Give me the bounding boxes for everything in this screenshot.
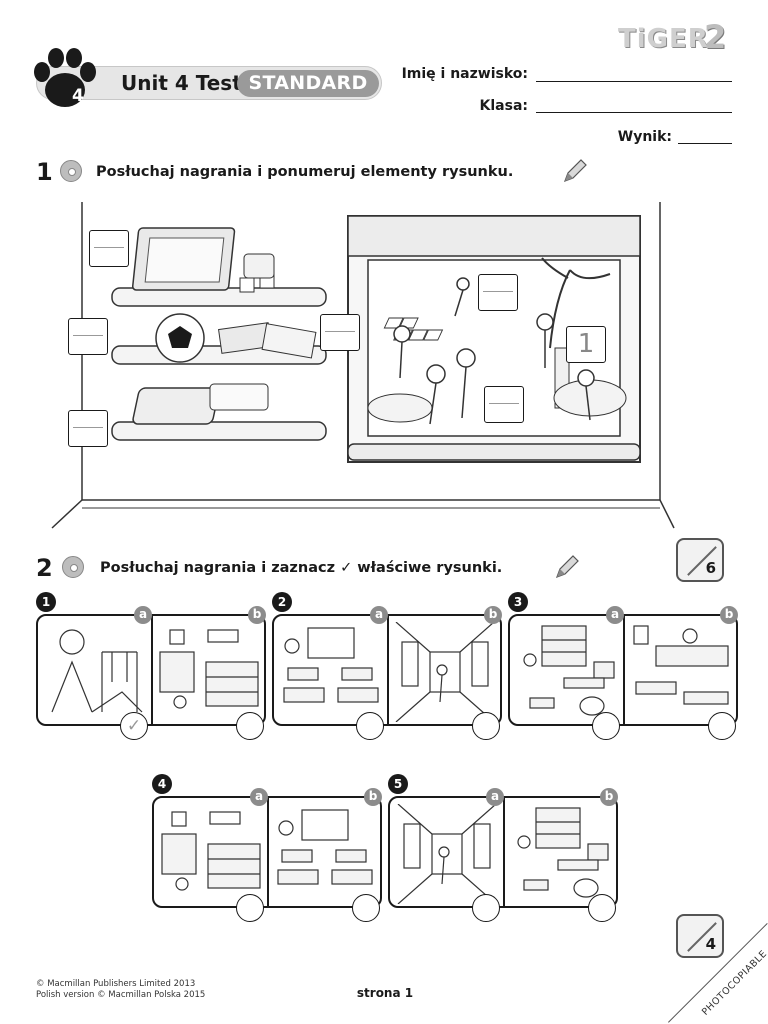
answer-box-running-boys[interactable] [484,386,524,423]
page-label: strona 1 [356,986,414,1000]
item-5-answer-a[interactable] [472,894,500,922]
room-scene [51,202,675,529]
name-label: Imię i nazwisko: [401,66,528,82]
item-1-answer-a[interactable]: ✓ [120,712,148,740]
item-2-panel: a b [272,606,502,740]
option-a-badge: a [606,606,624,624]
item-3-number: 3 [508,592,528,612]
item-1-number: 1 [36,592,56,612]
item-4-number: 4 [152,774,172,794]
option-b-badge: b [600,788,618,806]
class-label: Klasa: [479,98,528,114]
score-label: Wynik: [617,129,672,145]
answer-box-ball[interactable] [68,318,108,355]
gym-picture [517,807,609,898]
unit-level-badge: STANDARD [237,70,379,97]
copyright-line-2: Polish version © Macmillan Polska 2015 [36,990,206,1000]
score-max-exercise-1: 6 [705,559,716,577]
classroom-picture [277,809,373,885]
name-field[interactable] [536,81,732,82]
item-2-answer-b[interactable] [472,712,500,740]
item-3-answer-a[interactable] [592,712,620,740]
copyright: © Macmillan Publishers Limited 2013 Poli… [36,979,205,1001]
logo-text: TiGER [618,24,709,54]
exercise-1-number: 1 [36,158,53,186]
option-b-badge: b [364,788,382,806]
option-a-badge: a [370,606,388,624]
item-1-answer-b[interactable] [236,712,264,740]
unit-banner: Unit 4 Test STANDARD [36,66,382,100]
pencil-icon [563,159,587,183]
copyright-line-1: © Macmillan Publishers Limited 2013 [36,979,196,989]
corner-fold [662,930,768,1024]
playground-picture [51,629,143,713]
unit-number: 4 [72,86,84,106]
classroom-picture [283,627,379,703]
answer-box-jumping-boy[interactable] [478,274,518,311]
answer-box-cards[interactable] [320,314,360,351]
item-2-number: 2 [272,592,292,612]
option-a-badge: a [486,788,504,806]
answer-box-console[interactable] [68,410,108,447]
option-a-badge: a [134,606,152,624]
corridor-picture [395,622,495,722]
item-4-panel: a b [152,788,382,922]
exercise-2-instruction: Posłuchaj nagrania i zaznacz ✓ właściwe … [100,560,503,576]
paw-icon [34,48,96,107]
item-4-answer-a[interactable] [236,894,264,922]
canteen-picture [633,625,729,705]
library-picture [159,629,259,709]
library-picture [161,811,261,891]
score-field[interactable] [678,143,732,144]
class-field[interactable] [536,112,732,113]
item-4-answer-b[interactable] [352,894,380,922]
pencil-icon [555,555,579,579]
cd-icon [62,556,84,578]
unit-title: Unit 4 Test [121,71,242,95]
option-b-badge: b [484,606,502,624]
answer-box-board-game[interactable] [89,230,129,267]
score-box-exercise-1: 6 [676,538,724,582]
cd-icon [60,160,82,182]
answer-box-example[interactable]: 1 [566,326,606,363]
item-2-answer-a[interactable] [356,712,384,740]
option-a-badge: a [250,788,268,806]
item-3-panel: a b [508,606,738,740]
option-b-badge: b [248,606,266,624]
exercise-1-instruction: Posłuchaj nagrania i ponumeruj elementy … [96,164,514,180]
item-3-answer-b[interactable] [708,712,736,740]
option-b-badge: b [720,606,738,624]
gym-picture [523,625,615,716]
item-5-panel: a b [388,788,618,922]
exercise-2-number: 2 [36,554,53,582]
item-1-panel: a b ✓ [36,606,266,740]
logo-number: 2 [704,18,727,56]
item-5-number: 5 [388,774,408,794]
item-5-answer-b[interactable] [588,894,616,922]
corridor-picture [397,804,497,904]
tiger-logo: TiGER 2 [618,18,728,64]
